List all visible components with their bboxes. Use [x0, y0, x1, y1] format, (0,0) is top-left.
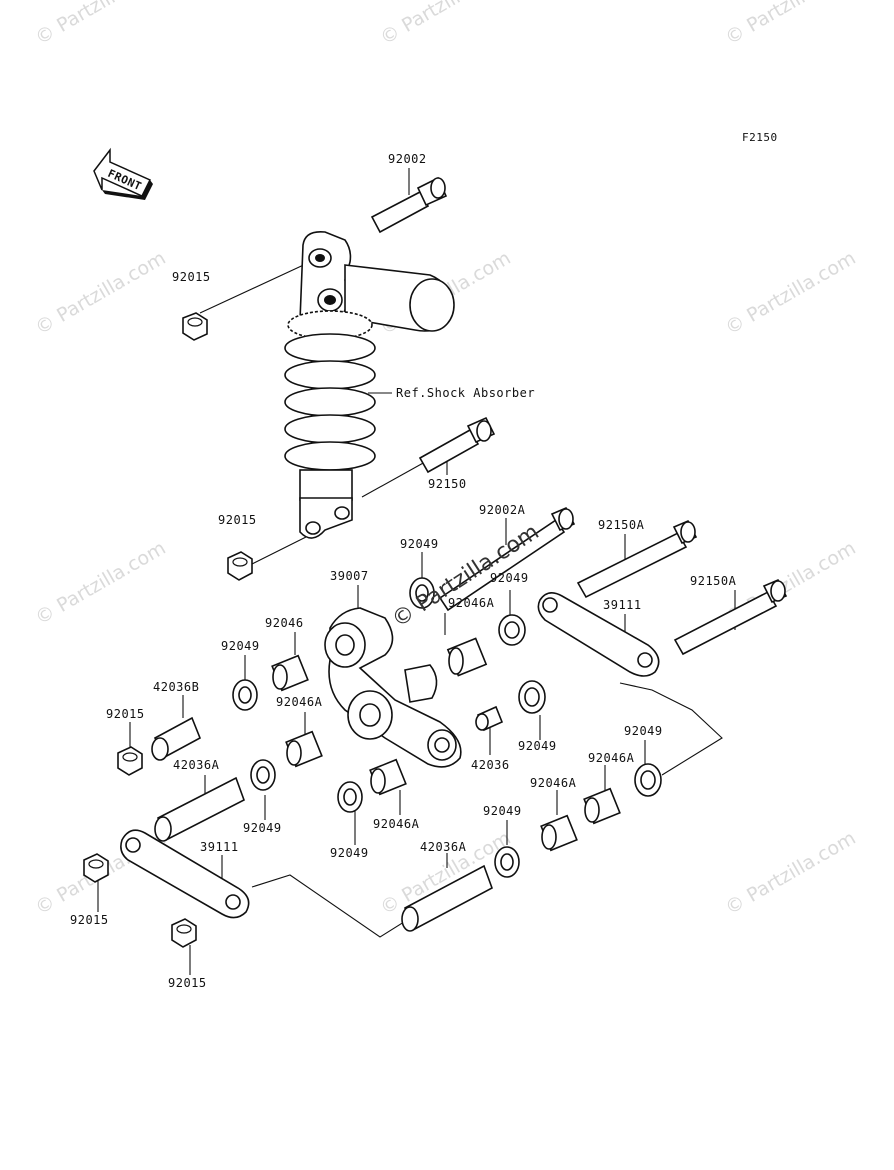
- callout: 42036A: [420, 840, 467, 854]
- callout: 42036B: [153, 680, 199, 694]
- bolt-92002: [370, 176, 448, 234]
- callout: 92150: [428, 477, 467, 491]
- seal-92049: [494, 846, 520, 878]
- callout: 92049: [624, 724, 663, 738]
- collar-42036A-lower: [401, 864, 493, 932]
- callout: 92046: [265, 616, 304, 630]
- watermark: © Partzilla.com: [32, 0, 170, 49]
- watermark: © Partzilla.com: [722, 247, 860, 339]
- seal-92049: [409, 577, 435, 609]
- tie-rod-39111-upper: [537, 592, 660, 677]
- callout: 92049: [490, 571, 529, 585]
- bolt-92150A-lower: [673, 578, 788, 656]
- callout: 92002: [388, 152, 427, 166]
- collar-42036B: [151, 716, 202, 761]
- reference-label: Ref.Shock Absorber: [396, 386, 535, 400]
- watermark: © Partzilla.com: [377, 0, 515, 49]
- callout: 92049: [400, 537, 439, 551]
- callout: 92049: [221, 639, 260, 653]
- seal-92049: [232, 679, 258, 711]
- seal-92049: [518, 680, 546, 714]
- callout: 92049: [483, 804, 522, 818]
- callout: 92015: [168, 976, 207, 990]
- bolt-92002A: [438, 506, 576, 612]
- seal-92049: [337, 781, 363, 813]
- callout: 92049: [330, 846, 369, 860]
- callout: 39111: [603, 598, 642, 612]
- seal-92049: [634, 763, 662, 797]
- callout: 42036: [471, 758, 510, 772]
- callout: 92046A: [373, 817, 420, 831]
- callout: 39007: [330, 569, 369, 583]
- diagram-code: F2150: [742, 131, 778, 144]
- bearing-92046A: [446, 637, 488, 677]
- bolt-92150A-upper: [576, 519, 698, 599]
- callout: 92049: [243, 821, 282, 835]
- callout: 39111: [200, 840, 239, 854]
- callout: 92015: [172, 270, 211, 284]
- bearing-92046A: [285, 730, 323, 768]
- seal-92049: [250, 759, 276, 791]
- bolt-92150: [418, 416, 496, 474]
- seal-92049: [498, 614, 526, 646]
- callout: 92046A: [530, 776, 577, 790]
- nut-92015: [182, 312, 208, 341]
- bearing-92046A: [583, 787, 621, 825]
- front-arrow-icon: FRONT: [93, 147, 153, 200]
- callout: 92150A: [598, 518, 645, 532]
- shock-absorber: [284, 230, 455, 539]
- callout: 92049: [518, 739, 557, 753]
- tie-rod-39111-lower: [120, 829, 250, 919]
- collar-42036: [475, 705, 504, 732]
- bearing-92046A: [540, 814, 578, 852]
- watermark: © Partzilla.com: [32, 537, 170, 629]
- bearing-92046A: [369, 758, 407, 796]
- callout: 42036A: [173, 758, 220, 772]
- callout: 92046A: [276, 695, 323, 709]
- rocker-arm-39007: [324, 607, 462, 768]
- nut-92015: [227, 551, 253, 581]
- callout: 92015: [106, 707, 145, 721]
- watermark: © Partzilla.com: [722, 0, 860, 49]
- nut-92015: [117, 746, 143, 776]
- callout: 92046A: [448, 596, 495, 610]
- watermark: © Partzilla.com: [32, 247, 170, 339]
- nut-92015: [83, 853, 109, 883]
- watermark: © Partzilla.com: [722, 827, 860, 919]
- callout: 92046A: [588, 751, 635, 765]
- callout: 92015: [218, 513, 257, 527]
- bearing-92046: [271, 654, 309, 692]
- callout: 92002A: [479, 503, 526, 517]
- callout: 92015: [70, 913, 109, 927]
- nut-92015: [171, 918, 197, 948]
- collar-42036A-upper: [154, 776, 245, 842]
- callout: 92150A: [690, 574, 737, 588]
- callout-labels: 92002 92015 92150 92015 92002A 92049 921…: [70, 152, 737, 990]
